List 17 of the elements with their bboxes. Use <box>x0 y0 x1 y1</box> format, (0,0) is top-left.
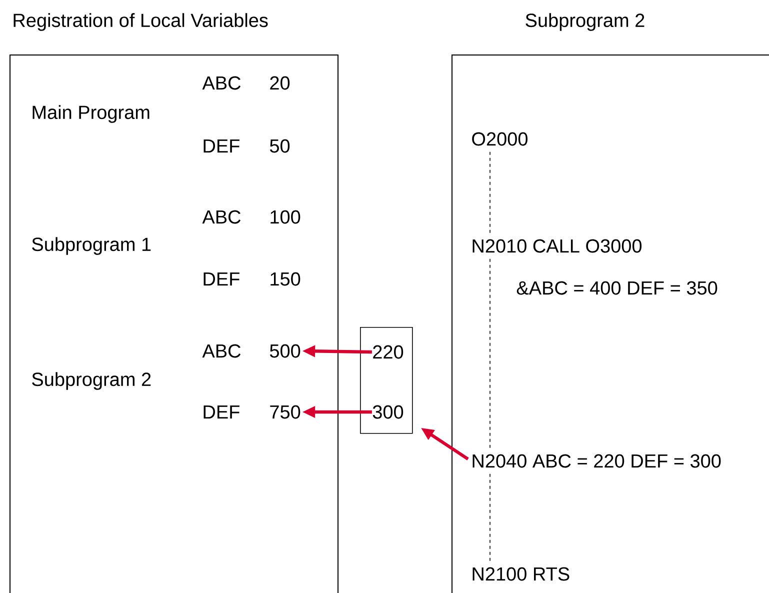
variable-entry: DEF 150 <box>204 272 300 286</box>
program-label: Subprogram 2 <box>32 372 151 390</box>
value-box <box>360 326 413 434</box>
variable-entry: DEF 750 <box>204 405 300 419</box>
value-text: 300 <box>372 405 404 419</box>
program-label: Main Program <box>32 105 150 123</box>
code-line: N2100 RTS <box>472 567 570 581</box>
variable-entry: ABC 500 <box>202 344 300 358</box>
code-line: O2000 <box>472 132 528 146</box>
code-line: &ABC = 400 DEF = 350 <box>516 281 718 295</box>
code-line: N2040 ABC = 220 DEF = 300 <box>472 454 721 468</box>
code-line: N2010 CALL O3000 <box>472 239 642 253</box>
value-text: 220 <box>373 345 404 359</box>
variable-entry: ABC 100 <box>202 210 300 224</box>
variable-entry: DEF 50 <box>204 139 290 153</box>
variable-entry: ABC 20 <box>202 76 290 90</box>
program-label: Subprogram 1 <box>32 237 151 255</box>
